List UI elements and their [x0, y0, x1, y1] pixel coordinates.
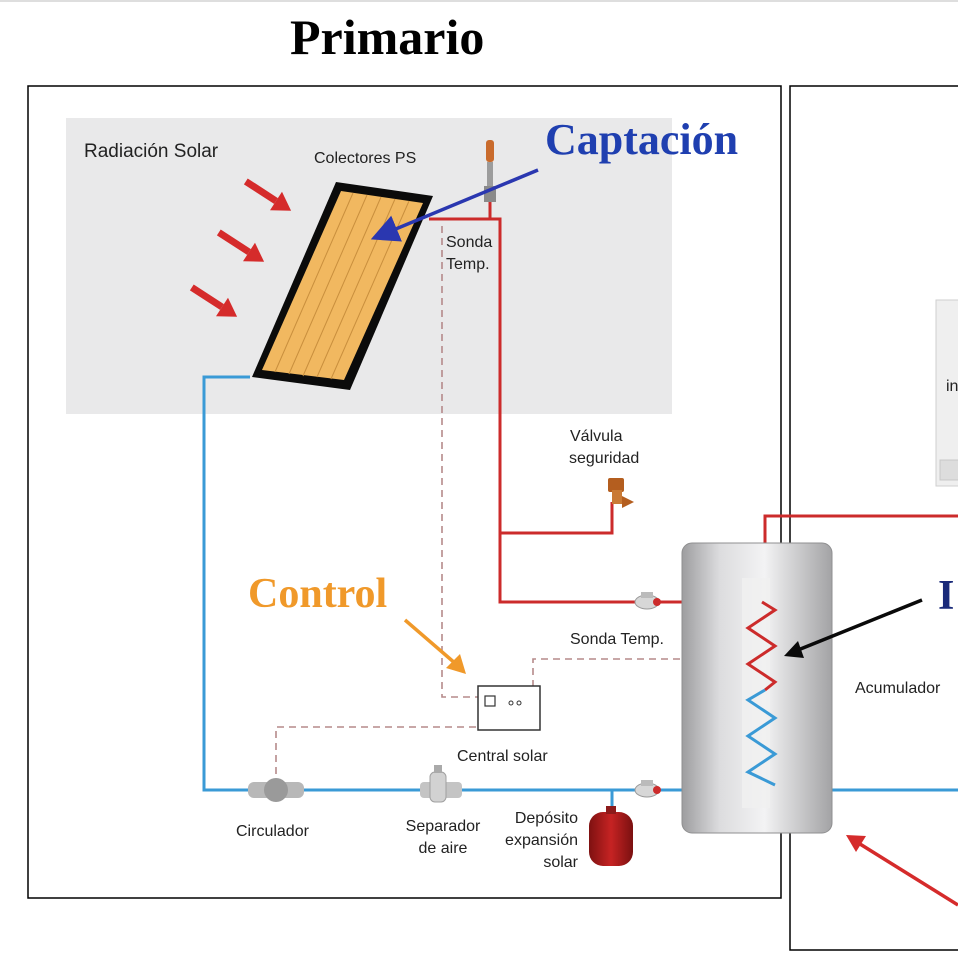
- safety-valve-icon: [608, 478, 634, 508]
- control-arrow: [403, 618, 466, 674]
- captacion-arrow: [370, 168, 539, 242]
- partial-panel-text: in: [946, 378, 958, 395]
- acumulador-label: Acumulador: [855, 680, 941, 697]
- separador-label-2: de aire: [418, 840, 468, 857]
- control-wires: [275, 226, 722, 780]
- pipe-valve-bottom: [634, 780, 661, 798]
- tank-arrow: [846, 835, 958, 907]
- circulador-label: Circulador: [236, 823, 309, 840]
- heat-exchanger-coil: [744, 600, 778, 787]
- deposito-label-1: Depósito: [514, 810, 578, 827]
- sonda-top-label-1: Sonda: [446, 234, 493, 251]
- circulator-pump-icon: [248, 778, 304, 802]
- partial-panel-bar: [939, 459, 958, 481]
- control-label: Control: [248, 571, 388, 617]
- page-title: Primario: [290, 9, 485, 65]
- central-solar-unit: [477, 685, 541, 731]
- colectores-label: Colectores PS: [314, 150, 417, 167]
- radiacion-label: Radiación Solar: [84, 141, 219, 162]
- exchanger-arrow: [784, 598, 923, 658]
- central-solar-label: Central solar: [457, 748, 548, 765]
- radiation-arrows: [189, 178, 292, 317]
- deposito-label-2: expansión: [505, 832, 578, 849]
- partial-panel: [935, 299, 958, 487]
- expansion-vessel-icon: [589, 806, 633, 866]
- deposito-label-3: solar: [543, 854, 578, 871]
- sonda-top-label-2: Temp.: [446, 256, 490, 273]
- pipe-valve-top: [634, 592, 661, 610]
- captacion-label: Captación: [545, 115, 739, 164]
- storage-tank: [681, 542, 833, 834]
- primary-frame: [27, 85, 782, 899]
- sonda-tank-label: Sonda Temp.: [570, 631, 664, 648]
- air-separator-icon: [420, 765, 462, 803]
- secondary-frame: [789, 85, 958, 951]
- intercambio-label-partial: I: [938, 573, 955, 619]
- valvula-label-2: seguridad: [569, 450, 640, 467]
- separador-label-1: Separador: [405, 818, 481, 835]
- valvula-label-1: Válvula: [570, 428, 623, 445]
